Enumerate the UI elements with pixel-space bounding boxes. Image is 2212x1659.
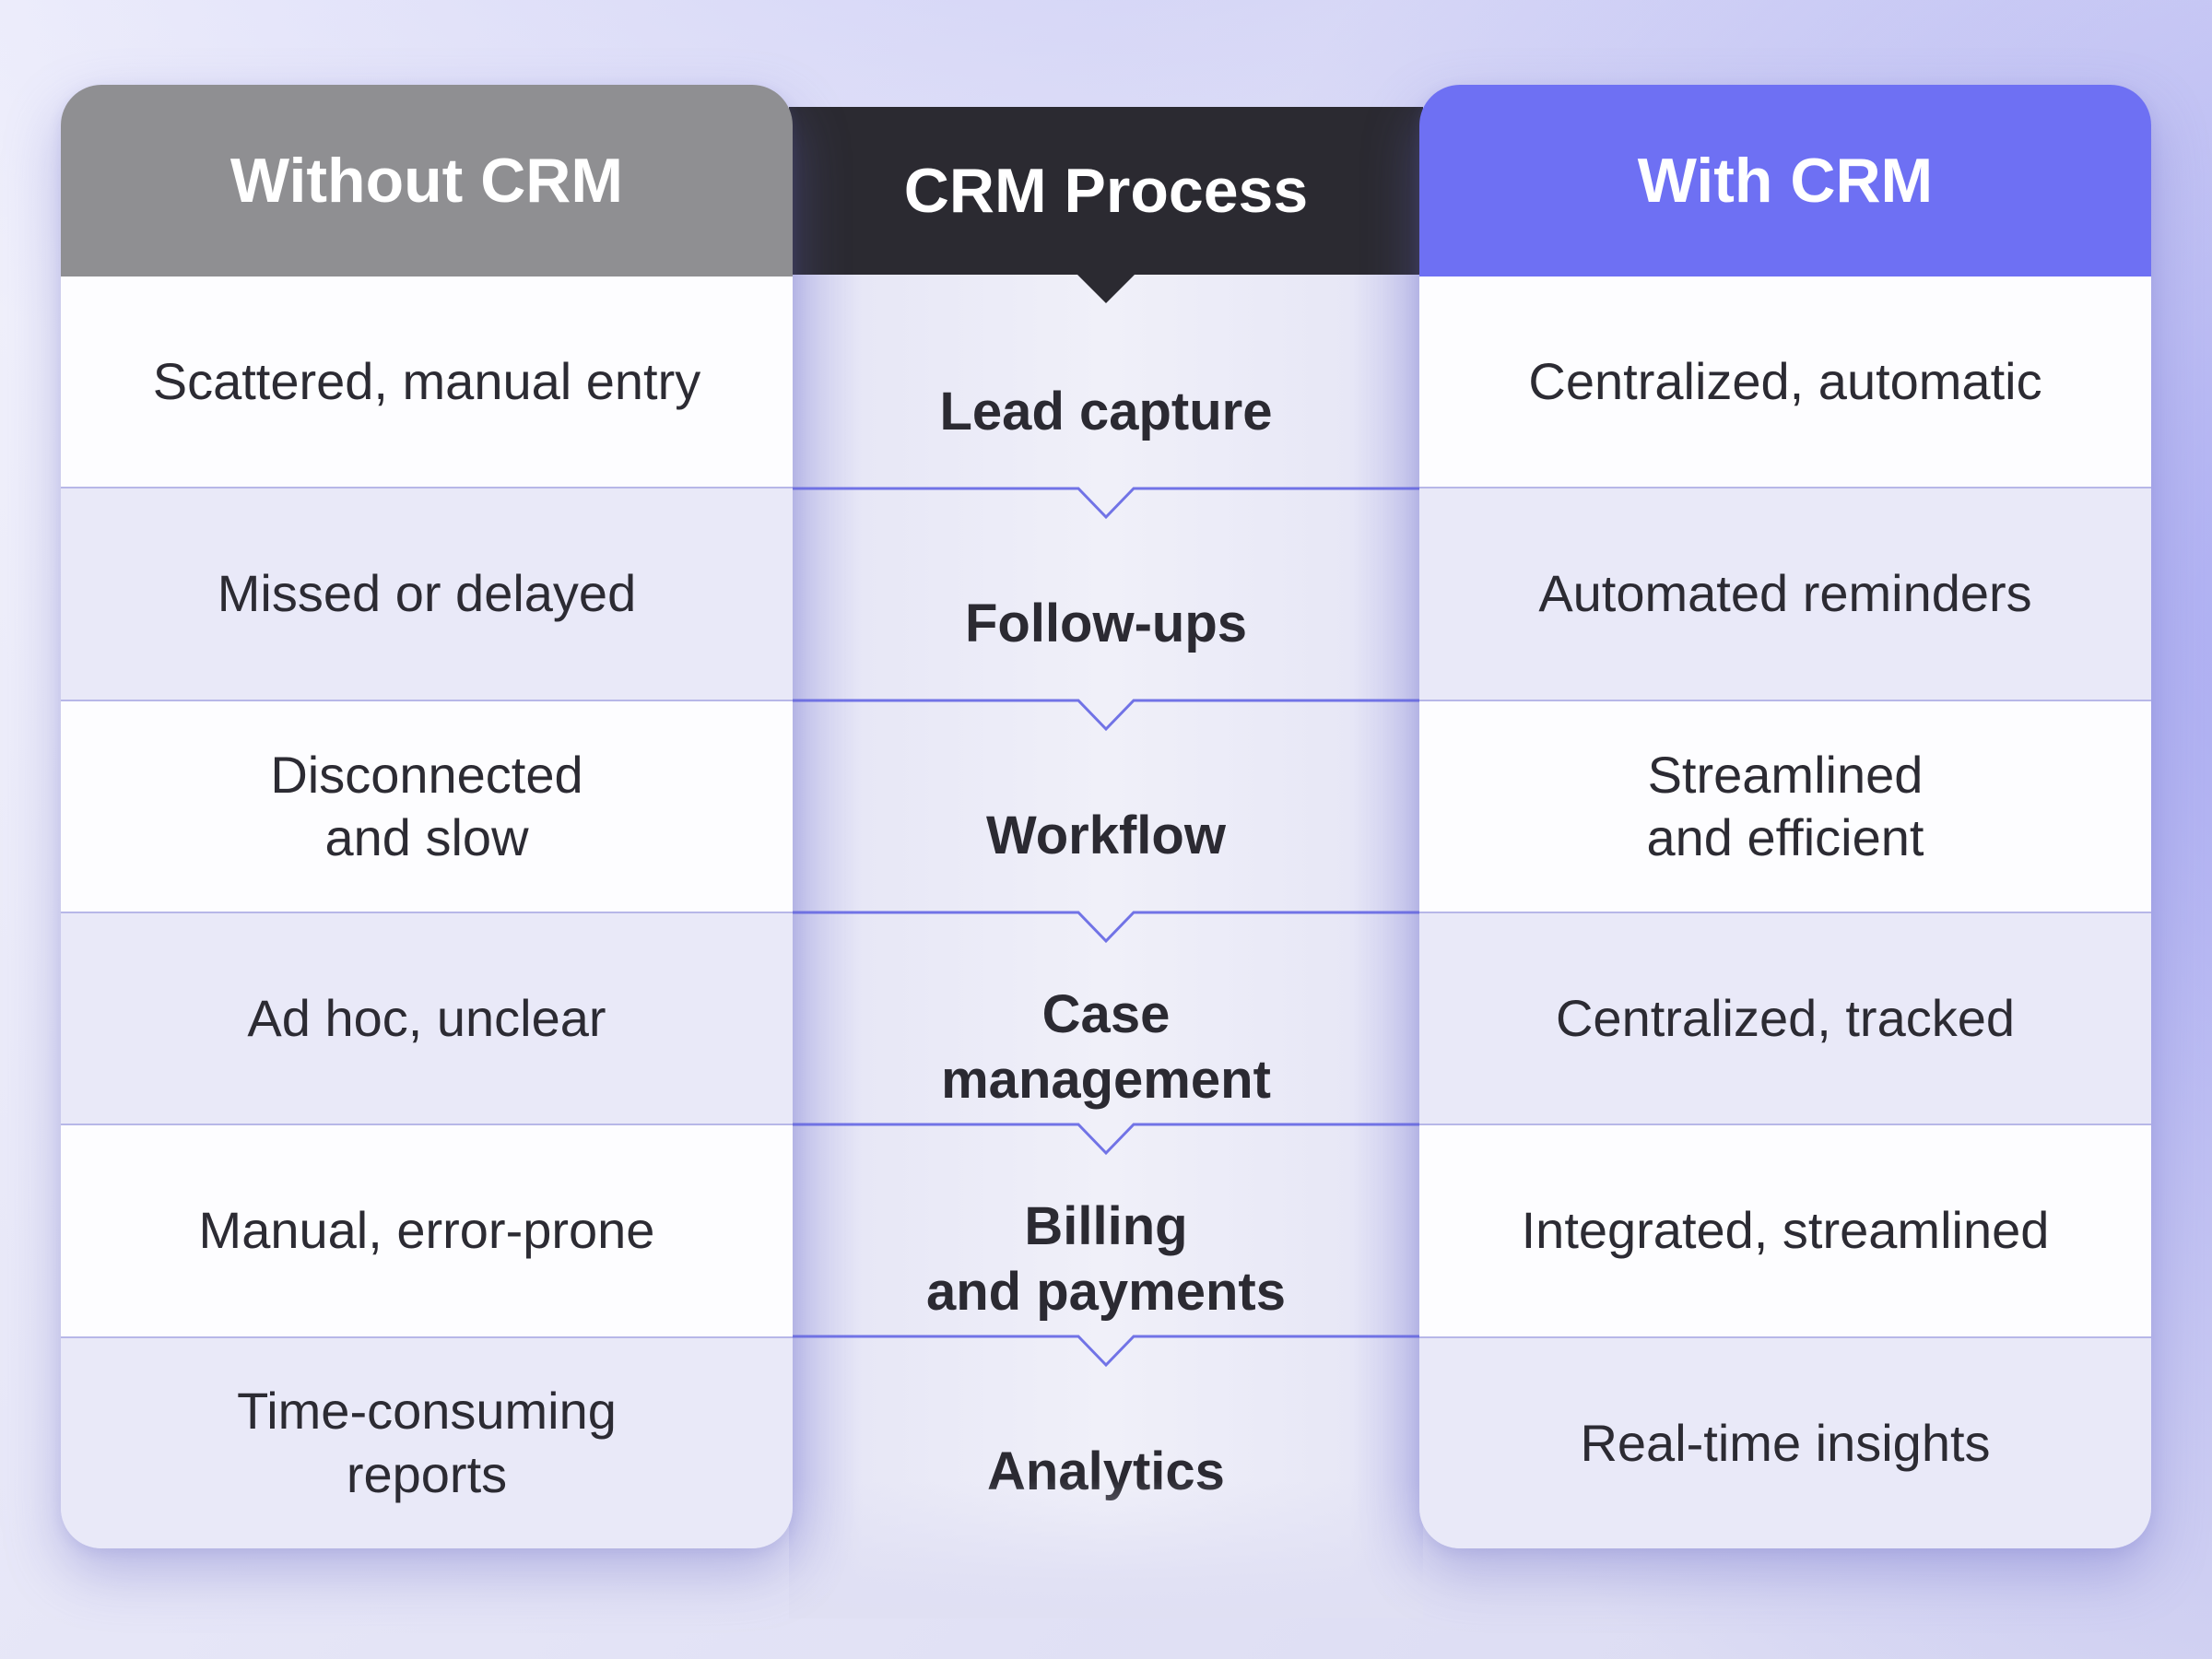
column-header-label: With CRM — [1637, 146, 1934, 216]
chevron-down-separator — [789, 699, 1423, 732]
strip-bottom-fade — [789, 1480, 1423, 1618]
with-crm-cell-billing: Integrated, streamlined — [1419, 1124, 2151, 1336]
column-with-crm: With CRM Centralized, automatic Automate… — [1419, 85, 2151, 1548]
chevron-down-separator — [789, 1335, 1423, 1368]
chevron-down-separator — [789, 911, 1423, 944]
with-crm-cell-lead-capture: Centralized, automatic — [1419, 276, 2151, 488]
process-step-lead-capture: Lead capture — [939, 381, 1273, 441]
with-crm-cell-analytics: Real-time insights — [1419, 1335, 2151, 1548]
without-crm-cell-billing: Manual, error-prone — [61, 1124, 793, 1336]
without-crm-cell-analytics: Time-consuming reports — [61, 1335, 793, 1548]
with-crm-cell-follow-ups: Automated reminders — [1419, 487, 2151, 700]
process-step-follow-ups: Follow-ups — [964, 593, 1248, 653]
process-column: Lead capture Follow-ups Workflow Case ma… — [789, 273, 1423, 1618]
column-header-label: Without CRM — [229, 146, 624, 216]
chevron-down-separator — [789, 487, 1423, 520]
chevron-down-separator — [789, 1123, 1423, 1156]
column-header-crm-process: CRM Process — [789, 107, 1423, 303]
process-steps: Lead capture Follow-ups Workflow Case ma… — [789, 306, 1423, 1578]
with-crm-cell-workflow: Streamlined and efficient — [1419, 699, 2151, 912]
without-crm-cell-workflow: Disconnected and slow — [61, 699, 793, 912]
with-crm-cell-case-management: Centralized, tracked — [1419, 911, 2151, 1124]
without-crm-cell-lead-capture: Scattered, manual entry — [61, 276, 793, 488]
column-without-crm: Without CRM Scattered, manual entry Miss… — [61, 85, 793, 1548]
process-step-case-management: Case management — [941, 984, 1271, 1110]
column-header-with-crm: With CRM — [1419, 85, 2151, 276]
without-crm-cell-follow-ups: Missed or delayed — [61, 487, 793, 700]
column-header-label: CRM Process — [903, 156, 1309, 226]
without-crm-cell-case-management: Ad hoc, unclear — [61, 911, 793, 1124]
header-pointer-icon — [1077, 275, 1135, 303]
column-header-without-crm: Without CRM — [61, 85, 793, 276]
process-step-workflow: Workflow — [986, 805, 1226, 865]
process-step-billing: Billing and payments — [926, 1196, 1286, 1322]
